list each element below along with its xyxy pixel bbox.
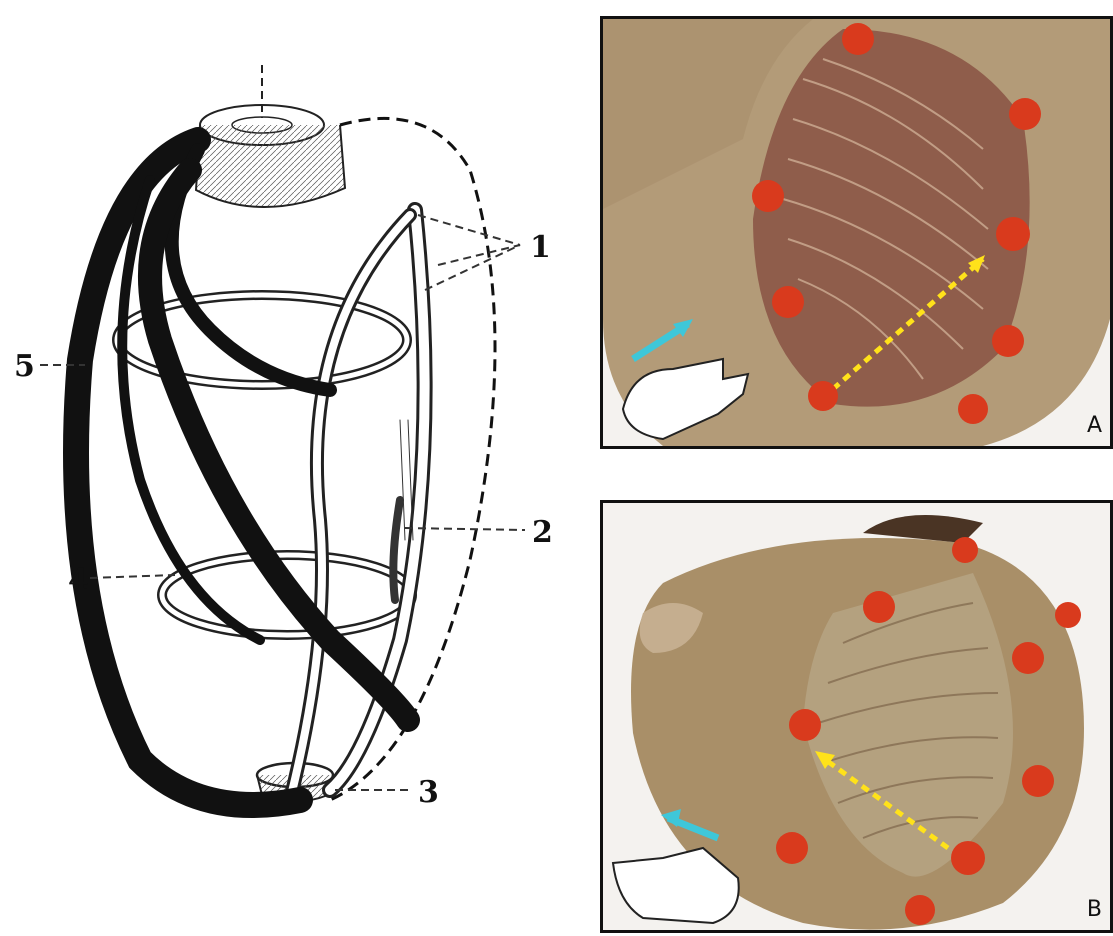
dark-bands bbox=[76, 140, 408, 805]
top-valve bbox=[196, 65, 345, 207]
exposed-muscle bbox=[753, 29, 1030, 407]
label-2: 2 bbox=[532, 515, 553, 550]
heart-photo-a bbox=[603, 19, 1110, 446]
photo-panel-b: B bbox=[600, 500, 1113, 933]
label-5: 5 bbox=[14, 349, 35, 384]
label-3: 3 bbox=[418, 775, 439, 810]
myocardial-band-diagram: 1 2 3 4 5 bbox=[0, 0, 560, 936]
photo-panel-a: A bbox=[600, 16, 1113, 449]
heart-photo-b bbox=[603, 503, 1110, 930]
panel-letter-b: B bbox=[1087, 897, 1102, 922]
label-1: 1 bbox=[530, 230, 551, 265]
label-4: 4 bbox=[68, 563, 89, 598]
panel-letter-a: A bbox=[1087, 413, 1102, 438]
